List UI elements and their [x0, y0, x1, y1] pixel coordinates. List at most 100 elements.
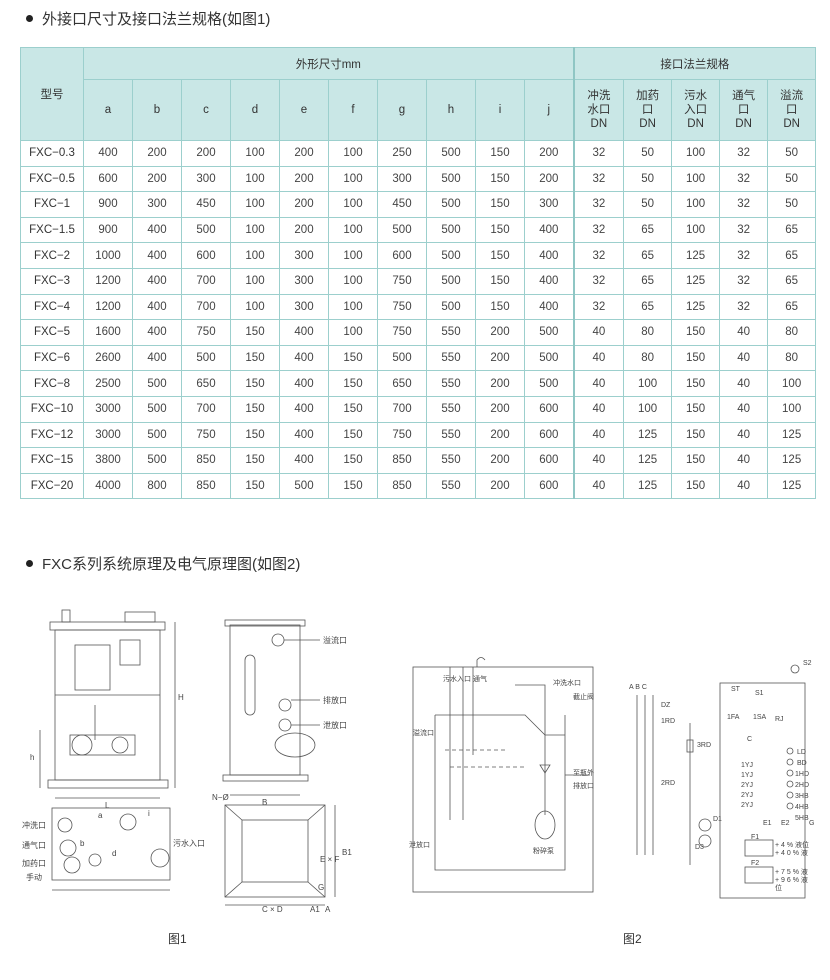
value-cell: 32: [573, 140, 625, 167]
dim-H-label: H: [178, 693, 184, 702]
level-pos-label: 位: [775, 883, 782, 892]
value-cell: 600: [523, 395, 575, 423]
value-cell: 200: [279, 140, 329, 167]
level-3-label: + 7 5 % 液: [775, 867, 808, 876]
dim-CD-label: C × D: [262, 905, 283, 914]
value-cell: 100: [767, 395, 817, 423]
value-cell: 400: [132, 242, 182, 269]
value-cell: 150: [671, 447, 721, 474]
value-cell: 100: [767, 370, 817, 397]
value-cell: 125: [767, 421, 817, 449]
value-cell: 500: [377, 344, 427, 372]
value-cell: 300: [279, 267, 329, 295]
value-cell: 500: [132, 421, 182, 449]
header-dim-f: f: [328, 79, 378, 141]
dosing-label: 加药口: [22, 858, 46, 868]
value-cell: 32: [719, 242, 769, 269]
model-cell: FXC−12: [20, 421, 84, 449]
value-cell: 300: [377, 165, 427, 193]
value-cell: 150: [671, 395, 721, 423]
drain-label: 排放口: [573, 781, 594, 790]
phases-label: A B C: [629, 684, 647, 691]
value-cell: 400: [279, 447, 329, 474]
value-cell: 100: [328, 319, 378, 346]
dim-B-label: B: [262, 798, 267, 807]
level-4-label: + 9 6 % 液: [775, 875, 808, 884]
value-cell: 40: [719, 447, 769, 474]
overflow-label: 溢流口: [323, 635, 347, 645]
flush-label: 冲洗口: [22, 820, 46, 830]
value-cell: 500: [426, 267, 476, 295]
overflow-label: 溢流口: [413, 728, 434, 737]
value-cell: 150: [475, 242, 525, 269]
front-view: [39, 609, 176, 799]
rj-label: RJ: [775, 716, 784, 723]
header-flange-line: DN: [783, 118, 800, 130]
header-flange-line: 口: [737, 104, 750, 116]
value-cell: 400: [132, 344, 182, 372]
value-cell: 550: [426, 319, 476, 346]
model-cell: FXC−10: [20, 395, 84, 423]
value-cell: 550: [426, 447, 476, 474]
value-cell: 100: [328, 267, 378, 295]
value-cell: 80: [623, 319, 673, 346]
d3-label: D3: [695, 844, 704, 851]
value-cell: 150: [671, 472, 721, 500]
value-cell: 450: [377, 191, 427, 218]
model-cell: FXC−15: [20, 447, 84, 474]
value-cell: 3800: [83, 447, 133, 474]
yy4-label: 2YJ: [741, 792, 753, 799]
header-dim-h: h: [426, 79, 476, 141]
to-outside-label: 至瓶外: [573, 768, 594, 777]
discharge-label: 泄放口: [323, 720, 347, 730]
value-cell: 400: [523, 267, 575, 295]
value-cell: 150: [230, 421, 280, 449]
section-title-text: 外接口尺寸及接口法兰规格(如图1): [42, 11, 271, 28]
value-cell: 100: [230, 140, 280, 167]
system-schematic: [412, 657, 594, 893]
value-cell: 500: [426, 165, 476, 193]
vent-label: 通气口: [22, 840, 46, 850]
header-dim-a: a: [83, 79, 133, 141]
model-cell: FXC−2: [20, 242, 84, 269]
value-cell: 65: [623, 267, 673, 295]
value-cell: 150: [475, 191, 525, 218]
dim-A-label: A: [325, 905, 331, 914]
value-cell: 600: [523, 447, 575, 474]
value-cell: 50: [623, 140, 673, 167]
value-cell: 400: [279, 344, 329, 372]
value-cell: 150: [671, 421, 721, 449]
value-cell: 200: [475, 395, 525, 423]
value-cell: 100: [230, 242, 280, 269]
value-cell: 650: [181, 370, 231, 397]
value-cell: 100: [623, 395, 673, 423]
fa2-label: 1SA: [753, 714, 767, 721]
value-cell: 650: [377, 370, 427, 397]
value-cell: 32: [719, 267, 769, 295]
value-cell: 200: [475, 421, 525, 449]
value-cell: 850: [181, 472, 231, 500]
value-cell: 700: [181, 267, 231, 295]
header-dim-c: c: [181, 79, 231, 141]
dim-b-label: b: [80, 839, 85, 848]
value-cell: 400: [132, 319, 182, 346]
value-cell: 1000: [83, 242, 133, 269]
value-cell: 40: [719, 472, 769, 500]
value-cell: 2500: [83, 370, 133, 397]
model-cell: FXC−3: [20, 267, 84, 295]
value-cell: 500: [523, 370, 575, 397]
value-cell: 750: [181, 319, 231, 346]
value-cell: 40: [573, 421, 625, 449]
model-cell: FXC−0.5: [20, 165, 84, 193]
value-cell: 200: [279, 216, 329, 244]
value-cell: 1200: [83, 293, 133, 321]
value-cell: 40: [719, 370, 769, 397]
value-cell: 500: [426, 242, 476, 269]
header-flange-line: 溢流: [780, 90, 804, 102]
value-cell: 4000: [83, 472, 133, 500]
